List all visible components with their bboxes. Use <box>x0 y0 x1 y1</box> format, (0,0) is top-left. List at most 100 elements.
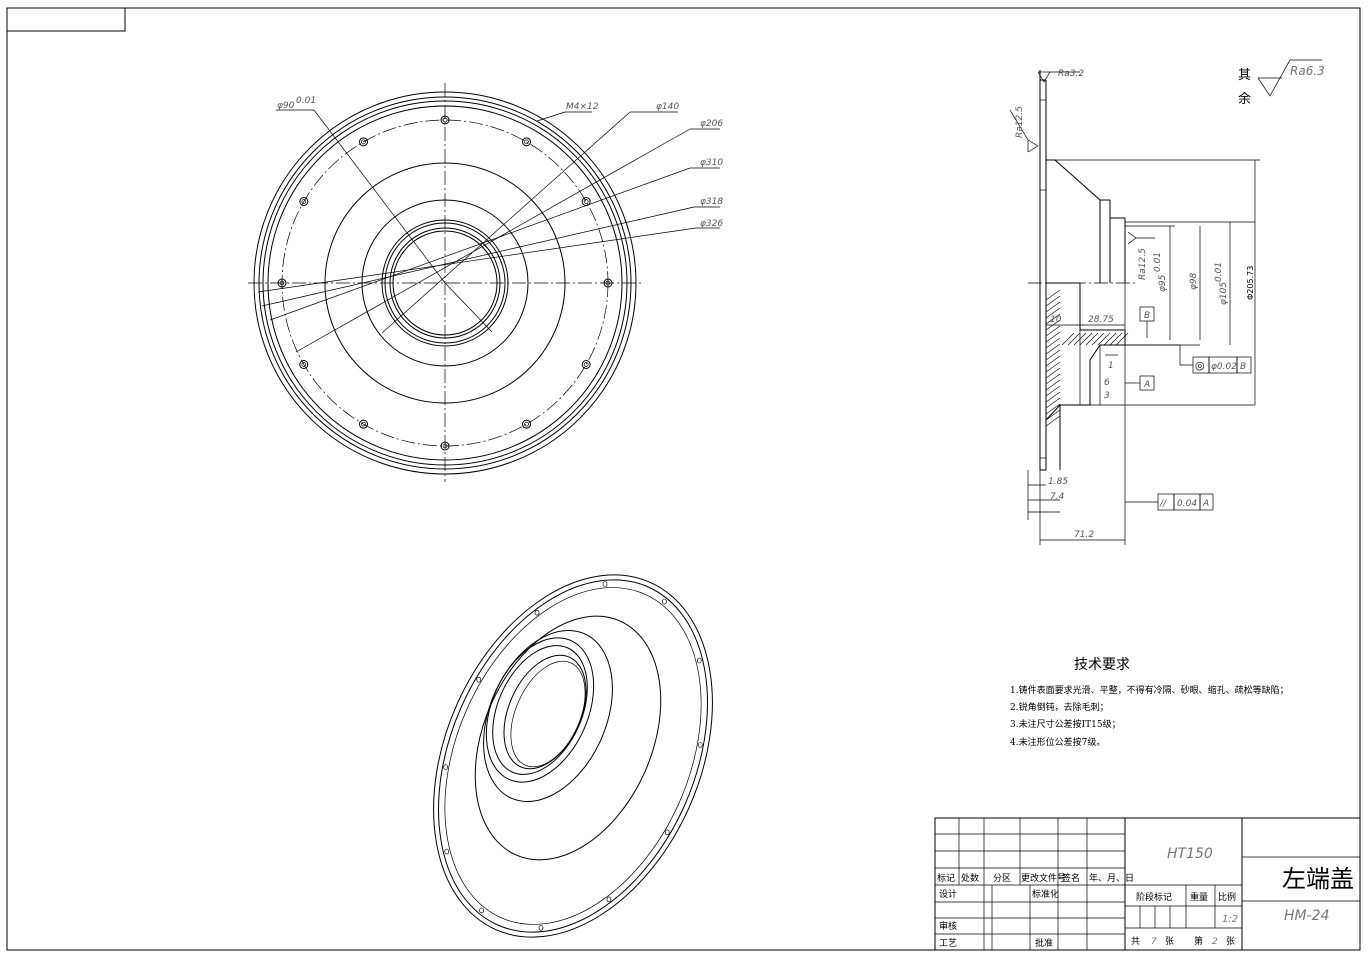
bolt-hole-thread <box>524 421 529 427</box>
top-left-code-box <box>6 7 126 32</box>
front-view: φ90 0.01 M4×12 φ140 φ206 φ310 φ318 φ326 <box>248 83 723 482</box>
hatch-line <box>1045 355 1061 367</box>
bolt-hole-thread <box>583 362 589 367</box>
hatch-line <box>1045 307 1061 319</box>
hatching <box>1045 289 1129 427</box>
pilot-circle-inner <box>392 230 498 336</box>
rest-roughness-value: Ra6.3 <box>1290 64 1325 78</box>
bolt-circle <box>281 119 609 447</box>
label-d326: φ326 <box>700 219 723 229</box>
leader-d140 <box>381 111 631 334</box>
iso-hub-top <box>485 637 595 783</box>
tech-item-4: 4.未注形位公差按7级。 <box>1010 736 1105 748</box>
hatch-line <box>1045 379 1061 391</box>
bolt-hole <box>359 137 368 147</box>
bolt-hole <box>299 360 309 369</box>
bolt-hole-thread <box>442 443 448 449</box>
hatch-line <box>1045 397 1061 409</box>
hatch-line <box>1079 332 1093 346</box>
leader-d318 <box>261 206 695 307</box>
bolt-hole-thread <box>361 139 366 145</box>
tb-sheet-label: 第 <box>1194 935 1203 947</box>
fcf-parallel-datum-box <box>1199 493 1214 511</box>
circle-318 <box>258 96 632 470</box>
label-d95-tol: 0.01 <box>1153 252 1163 272</box>
bolt-hole-thread <box>301 362 307 367</box>
tb-process: 工艺 <box>939 938 957 949</box>
tb-stage-mark: 阶段标记 <box>1136 891 1172 903</box>
tb-header-mark: 标记 <box>937 872 955 884</box>
outer-circle-326 <box>253 91 637 475</box>
iso-dome <box>474 615 662 861</box>
label-10: 10 <box>1050 315 1062 325</box>
iso-bolt-hole <box>662 598 667 605</box>
iso-bolt-hole <box>697 742 703 748</box>
bolt-hole <box>522 137 531 147</box>
iso-bolt-hole <box>476 676 482 683</box>
label-1: 1 <box>1108 361 1114 371</box>
iso-bolt-holes <box>443 581 703 931</box>
tb-material: HT150 <box>1167 846 1213 862</box>
bolt-holes <box>277 115 613 451</box>
hatch-line <box>1103 332 1117 346</box>
tb-standardize: 标准化 <box>1032 888 1059 900</box>
hatch-line <box>1061 332 1075 346</box>
leader-d90 <box>313 109 446 284</box>
iso-bore-deep <box>510 660 586 768</box>
bolt-hole-thread <box>442 117 448 123</box>
bolt-hole <box>359 419 368 429</box>
leader-d206 <box>295 128 691 353</box>
circle-206 <box>324 162 566 404</box>
bolt-hole <box>440 441 450 451</box>
label-d205: Φ205.73 <box>1246 266 1255 300</box>
bolt-hole <box>522 419 531 429</box>
label-thread: M4×12 <box>566 102 599 112</box>
fcf-concentric-symbol: ◎ <box>1195 359 1205 372</box>
fcf-concentric-datum-box <box>1236 356 1252 374</box>
fcf-concentric-value: φ0.02 <box>1211 362 1237 372</box>
label-d90-tol: 0.01 <box>296 96 316 106</box>
tb-total-num: 7 <box>1151 937 1157 947</box>
fcf-concentric-datum: B <box>1240 362 1246 372</box>
tb-sheet-unit2: 张 <box>1226 936 1235 947</box>
tb-scale: 1:2 <box>1222 914 1238 925</box>
iso-rim-step <box>444 587 702 925</box>
tb-sheet-num: 2 <box>1212 937 1218 947</box>
iso-bolt-hole <box>534 609 540 616</box>
rest-label-2: 余 <box>1238 91 1251 107</box>
hatch-line <box>1067 332 1081 346</box>
label-712: 71.2 <box>1074 530 1094 540</box>
bolt-hole <box>603 278 613 288</box>
iso-bolt-hole <box>602 581 608 587</box>
hatch-line <box>1045 367 1061 379</box>
tb-review: 审核 <box>939 920 957 932</box>
hub-second-circle <box>384 222 506 344</box>
label-74: 7.4 <box>1050 492 1065 502</box>
flange-plate <box>1039 70 1047 471</box>
hatch-line <box>1045 301 1061 313</box>
datum-a: A <box>1143 380 1150 390</box>
iso-bolt-hole <box>538 925 544 931</box>
roughness-bore: Ra12.5 <box>1138 248 1148 280</box>
iso-bolt-hole <box>479 907 484 914</box>
hatch-line <box>1045 325 1061 337</box>
bolt-hole-thread <box>301 199 307 204</box>
tech-requirements: 技术要求 1.铸件表面要求光滑、平整，不得有冷隔、砂眼、缩孔、疏松等缺陷； 2.… <box>1010 657 1289 748</box>
roughness-symbol-top <box>1037 71 1080 83</box>
pilot-circle-outer <box>389 227 501 339</box>
hatch-line <box>1045 409 1061 421</box>
iso-bolt-hole <box>606 896 612 903</box>
hatch-line <box>1085 332 1099 346</box>
roughness-left: Ra12.5 <box>1015 106 1025 138</box>
roughness-top: Ra3.2 <box>1058 69 1084 79</box>
hatch-line <box>1045 391 1061 403</box>
iso-bolt-hole <box>444 848 450 855</box>
bolt-hole <box>581 360 591 369</box>
hatch-line <box>1045 313 1061 325</box>
hatch-line <box>1045 361 1061 373</box>
rest-label-1: 其 <box>1238 68 1251 83</box>
hatch-line <box>1045 373 1061 385</box>
hatch-line <box>1045 295 1061 307</box>
label-d98: φ98 <box>1189 272 1199 290</box>
tb-part-name: 左端盖 <box>1282 865 1354 893</box>
